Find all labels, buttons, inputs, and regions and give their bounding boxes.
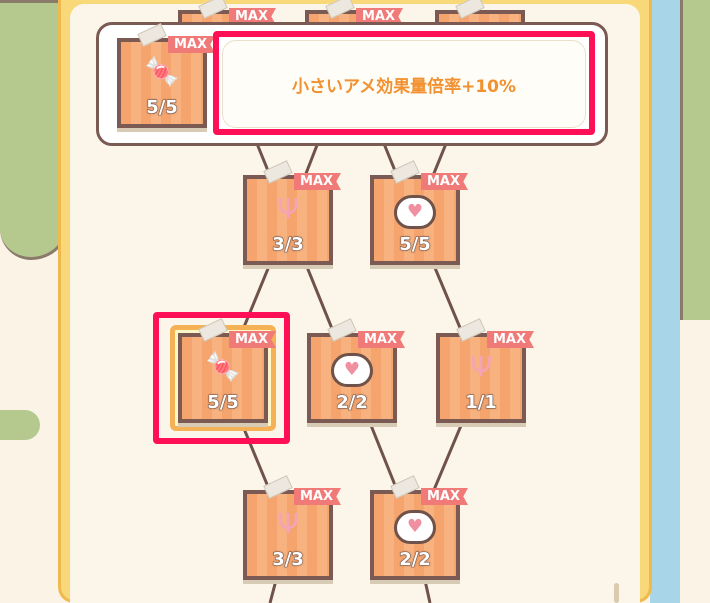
tape-decoration — [325, 0, 355, 19]
skill-node-r3b[interactable]: ♥ MAX 2/2 — [370, 475, 468, 580]
claw-icon: Ψ — [276, 192, 300, 225]
max-badge: MAX — [420, 488, 468, 505]
skill-level: 5/5 — [146, 97, 179, 119]
tape-decoration — [455, 0, 485, 19]
skill-level: 3/3 — [272, 234, 305, 256]
claw-icon: Ψ — [469, 350, 493, 383]
bush-decoration — [0, 410, 40, 440]
claw-icon: Ψ — [276, 507, 300, 540]
max-badge: MAX — [228, 331, 276, 348]
heart-icon: ♥ — [394, 510, 436, 544]
scrollbar[interactable] — [614, 583, 619, 603]
candy-up-icon: 🍬 — [205, 350, 241, 383]
max-badge: MAX — [355, 8, 403, 25]
tape-decoration — [198, 0, 228, 19]
skill-level: 5/5 — [399, 234, 432, 256]
candy-up-icon: 🍬 — [144, 55, 180, 88]
skill-level: 5/5 — [207, 392, 240, 414]
max-badge: MAX — [486, 331, 534, 348]
max-badge: MAX — [420, 173, 468, 190]
skill-node-r2b[interactable]: ♥ MAX 2/2 — [307, 318, 405, 423]
skill-description: 小さいアメ効果量倍率+10% — [222, 40, 586, 128]
description-highlight — [213, 31, 595, 135]
background-panel-edge — [650, 0, 680, 603]
selected-node-highlight — [153, 312, 290, 444]
max-badge: MAX — [357, 331, 405, 348]
skill-level: 1/1 — [465, 392, 498, 414]
skill-node-r2c[interactable]: Ψ MAX 1/1 — [436, 318, 534, 423]
skill-level: 3/3 — [272, 549, 305, 571]
skill-level: 2/2 — [336, 392, 369, 414]
max-badge: MAX — [293, 488, 341, 505]
skill-node-r3a[interactable]: Ψ MAX 3/3 — [243, 475, 341, 580]
skill-node-r1a[interactable]: Ψ MAX 3/3 — [243, 160, 341, 265]
skill-node-r1b[interactable]: ♥ MAX 5/5 — [370, 160, 468, 265]
max-badge: MAX — [228, 8, 276, 25]
heart-icon: ♥ — [331, 353, 373, 387]
max-badge: MAX — [167, 36, 215, 53]
max-badge: MAX — [293, 173, 341, 190]
popup-skill-node: 🍬 MAX 5/5 — [117, 23, 215, 128]
tree-decoration — [680, 0, 710, 320]
skill-level: 2/2 — [399, 549, 432, 571]
skill-node-r2a[interactable]: 🍬 MAX 5/5 — [178, 318, 276, 423]
heart-icon: ♥ — [394, 195, 436, 229]
